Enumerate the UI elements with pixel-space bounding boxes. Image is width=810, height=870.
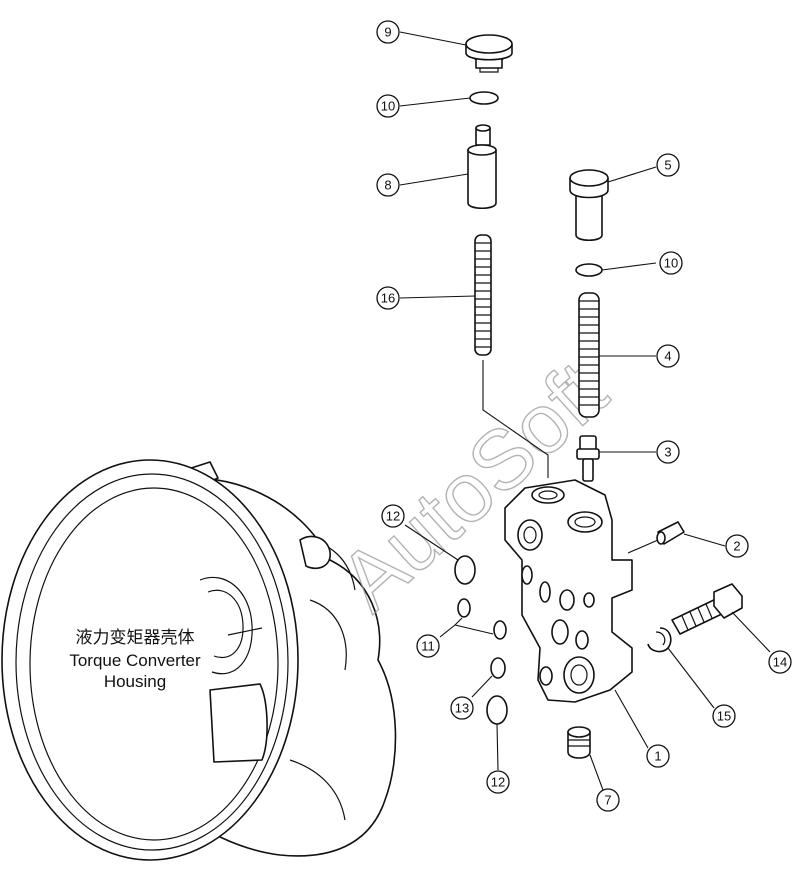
housing-label-cn: 液力变矩器壳体 [76,628,195,647]
callout-2-label: 2 [733,539,740,554]
callout-11-label: 11 [421,639,435,654]
part-2-plug [656,521,685,545]
callout-9-label: 9 [384,25,391,40]
callout-16-label: 16 [381,291,395,306]
callout-12-upper: 12 [381,504,405,528]
callout-5: 5 [656,153,680,177]
part-13-oring [490,657,506,679]
part-16-spring [474,234,492,356]
callout-12-lower-label: 12 [491,775,505,790]
callout-5-label: 5 [664,158,671,173]
callout-13-label: 13 [455,701,469,716]
part-3-valve [576,435,600,482]
torque-converter-housing [1,459,397,861]
part-10-oring-upper [469,91,499,105]
part-11-oring-a [457,598,471,618]
leader-lines [399,31,771,791]
callout-1-label: 1 [654,749,661,764]
part-15-snap-ring [647,627,672,653]
callout-7: 7 [596,788,620,812]
part-14-bolt [671,583,743,635]
callout-7-label: 7 [604,793,611,808]
callout-2: 2 [725,534,749,558]
part-12-oring-lower [486,695,508,725]
callout-8-label: 8 [384,178,391,193]
callout-3: 3 [656,440,680,464]
callout-1: 1 [646,744,670,768]
callout-10-lower-label: 10 [664,256,678,271]
housing-label-en-2: Housing [104,672,166,691]
part-1-valve-body [504,479,633,703]
part-12-oring-upper [454,555,476,585]
callout-4-label: 4 [664,349,671,364]
callout-16: 16 [376,286,400,310]
callout-9: 9 [376,20,400,44]
part-11-oring-b [493,620,507,640]
part-4-spring [578,292,600,418]
callout-8: 8 [376,173,400,197]
callout-15: 15 [712,704,736,728]
part-7-plug [567,726,591,759]
callout-11: 11 [416,634,440,658]
part-9-plug [465,34,513,73]
callout-14: 14 [768,650,792,674]
callout-10-upper-label: 10 [381,99,395,114]
callout-12-upper-label: 12 [386,509,400,524]
callout-15-label: 15 [717,709,731,724]
part-8-plunger [467,124,497,210]
callout-14-label: 14 [773,655,787,670]
part-5-plug [569,169,609,242]
callout-10-upper: 10 [376,94,400,118]
housing-label-en-1: Torque Converter [69,651,201,670]
callout-12-lower: 12 [486,770,510,794]
callout-3-label: 3 [664,445,671,460]
part-10-oring-lower [575,263,603,277]
callout-10-lower: 10 [659,251,683,275]
callout-13: 13 [450,696,474,720]
callout-4: 4 [656,344,680,368]
